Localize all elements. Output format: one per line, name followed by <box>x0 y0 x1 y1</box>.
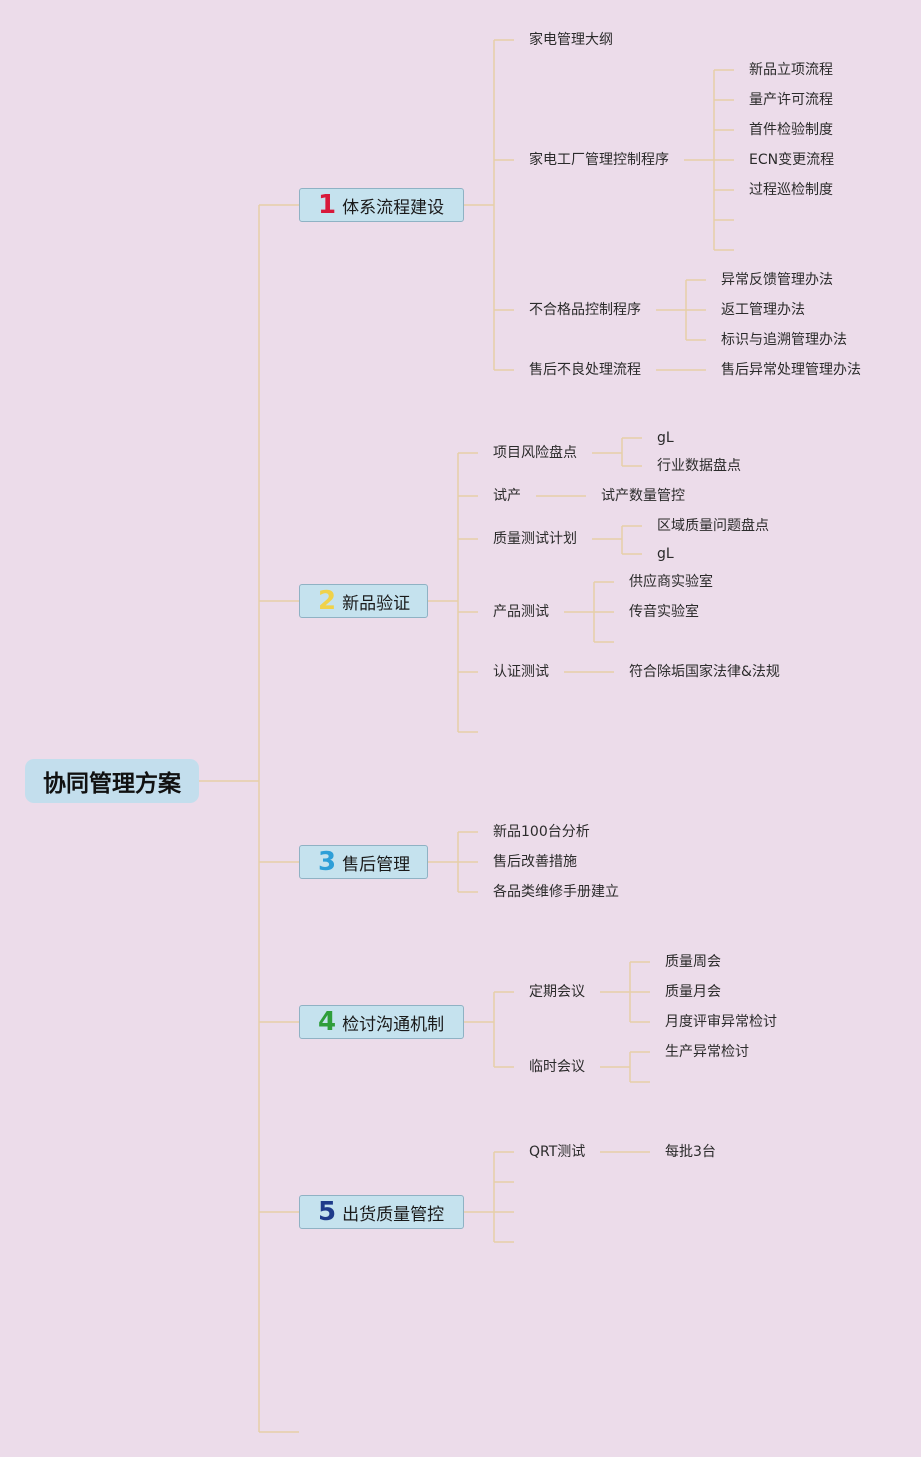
branch-3-node[interactable]: 3 售后管理 <box>299 845 428 879</box>
qrt-test-child-node[interactable]: 每批3台 <box>665 1144 716 1160</box>
aftersale-child-node[interactable]: 新品100台分析 <box>493 824 590 840</box>
factory-child-node[interactable]: 首件检验制度 <box>749 122 833 138</box>
branch-2-label: 新品验证 <box>342 593 411 614</box>
regular-meeting-child-node[interactable]: 质量周会 <box>665 954 721 970</box>
number-5-icon: 5 <box>318 1197 337 1227</box>
aftersale-child-node[interactable]: 售后改善措施 <box>493 854 577 870</box>
product-test-node[interactable]: 产品测试 <box>493 604 549 620</box>
branch-5-label: 出货质量管控 <box>342 1204 445 1225</box>
trial-node[interactable]: 试产 <box>493 488 521 504</box>
number-2-icon: 2 <box>318 586 337 616</box>
test-plan-node[interactable]: 质量测试计划 <box>493 531 577 547</box>
branch-1-node[interactable]: 1 体系流程建设 <box>299 188 464 222</box>
factory-child-node[interactable]: 过程巡检制度 <box>749 182 833 198</box>
number-1-icon: 1 <box>318 190 337 220</box>
cert-test-node[interactable]: 认证测试 <box>493 664 549 680</box>
test-plan-child-node[interactable]: 区域质量问题盘点 <box>657 518 769 534</box>
outline-node[interactable]: 家电管理大纲 <box>529 32 613 48</box>
nonconforming-node[interactable]: 不合格品控制程序 <box>529 302 641 318</box>
factory-child-node[interactable]: ECN变更流程 <box>749 152 835 168</box>
number-3-icon: 3 <box>318 847 337 877</box>
aftersale-child-node[interactable]: 各品类维修手册建立 <box>493 884 619 900</box>
root-node[interactable]: 协同管理方案 <box>25 759 199 803</box>
branch-1-label: 体系流程建设 <box>342 197 445 218</box>
product-test-child-node[interactable]: 传音实验室 <box>629 604 699 620</box>
branch-2-node[interactable]: 2 新品验证 <box>299 584 428 618</box>
branch-4-label: 检讨沟通机制 <box>342 1014 445 1035</box>
aftersale-process-child-node[interactable]: 售后异常处理管理办法 <box>721 362 861 378</box>
test-plan-child-node[interactable]: gL <box>657 546 674 562</box>
cert-test-child-node[interactable]: 符合除垢国家法律&法规 <box>629 664 780 680</box>
risk-child-node[interactable]: 行业数据盘点 <box>657 458 741 474</box>
factory-control-node[interactable]: 家电工厂管理控制程序 <box>529 152 669 168</box>
factory-child-node[interactable]: 新品立项流程 <box>749 62 833 78</box>
nonconforming-child-node[interactable]: 返工管理办法 <box>721 302 805 318</box>
nonconforming-child-node[interactable]: 异常反馈管理办法 <box>721 272 833 288</box>
risk-child-node[interactable]: gL <box>657 430 674 446</box>
regular-meeting-child-node[interactable]: 质量月会 <box>665 984 721 1000</box>
factory-child-node[interactable]: 量产许可流程 <box>749 92 833 108</box>
number-4-icon: 4 <box>318 1007 337 1037</box>
temp-meeting-node[interactable]: 临时会议 <box>529 1059 585 1075</box>
qrt-test-node[interactable]: QRT测试 <box>529 1144 586 1160</box>
branch-3-label: 售后管理 <box>342 854 411 875</box>
regular-meeting-child-node[interactable]: 月度评审异常检讨 <box>665 1014 777 1030</box>
nonconforming-child-node[interactable]: 标识与追溯管理办法 <box>721 332 847 348</box>
branch-4-node[interactable]: 4 检讨沟通机制 <box>299 1005 464 1039</box>
temp-meeting-child-node[interactable]: 生产异常检讨 <box>665 1044 749 1060</box>
risk-node[interactable]: 项目风险盘点 <box>493 445 577 461</box>
trial-child-node[interactable]: 试产数量管控 <box>601 488 685 504</box>
regular-meeting-node[interactable]: 定期会议 <box>529 984 585 1000</box>
branch-5-node[interactable]: 5 出货质量管控 <box>299 1195 464 1229</box>
aftersale-process-node[interactable]: 售后不良处理流程 <box>529 362 641 378</box>
product-test-child-node[interactable]: 供应商实验室 <box>629 574 713 590</box>
